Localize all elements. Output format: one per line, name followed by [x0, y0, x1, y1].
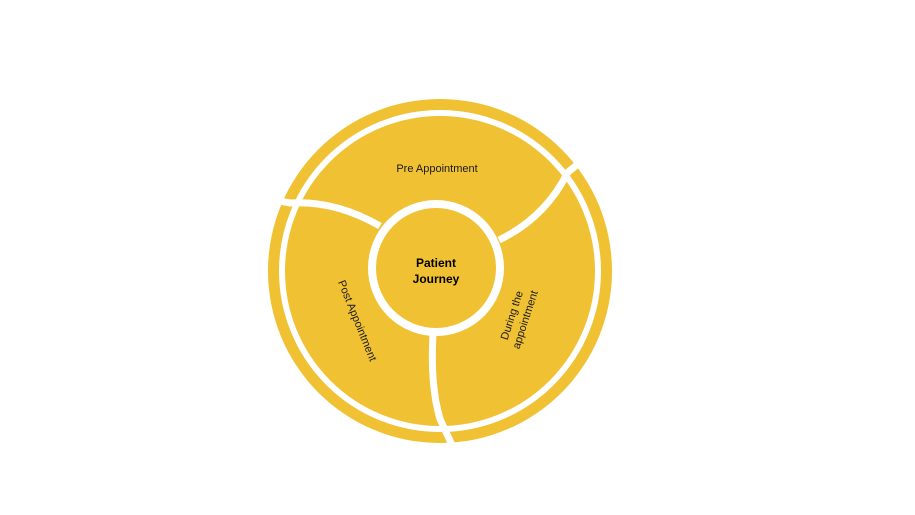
separator-post-pre [267, 195, 382, 230]
center-hub [368, 200, 504, 336]
segment-label-pre-appointment: Pre Appointment [396, 163, 477, 175]
center-label-line1: Patient [416, 256, 456, 270]
separator-during-post [428, 333, 456, 447]
ring-separator [279, 110, 601, 432]
separator-pre-during [497, 157, 586, 244]
center-label-line2: Journey [413, 272, 460, 286]
